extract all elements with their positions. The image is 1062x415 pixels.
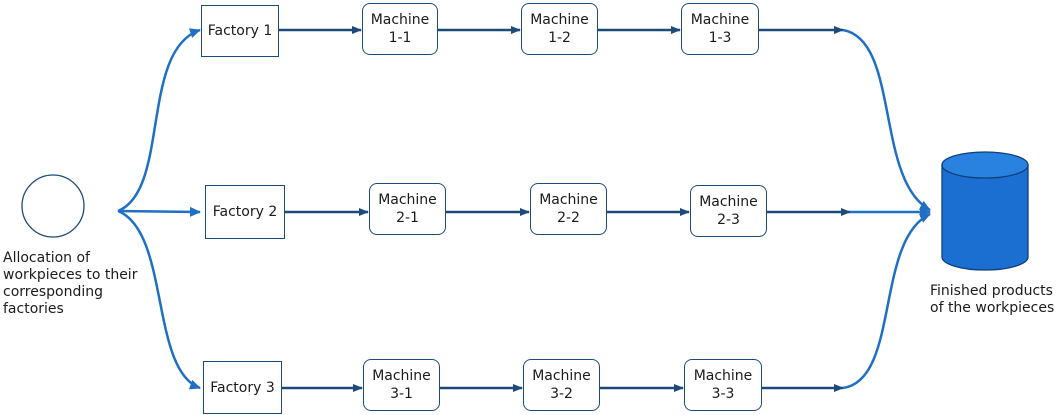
source-label-line: workpieces to their <box>3 267 138 283</box>
machine-id: 2-2 <box>557 210 580 226</box>
sink-label: Finished products of the workpieces <box>930 283 1054 317</box>
finished-products-cylinder <box>941 151 1029 271</box>
machine-id: 3-3 <box>711 386 735 402</box>
machine-3-3-box: Machine 3-3 <box>684 359 762 411</box>
merge-curve-row-3 <box>842 212 931 390</box>
machine-label: Machine <box>530 12 589 28</box>
factory-1-box: Factory 1 <box>201 5 279 57</box>
machine-id: 2-3 <box>717 212 740 228</box>
machine-label: Machine <box>699 194 758 210</box>
branch-line-factory-2 <box>117 206 201 217</box>
machine-3-1-box: Machine 3-1 <box>363 359 440 411</box>
machine-label: Machine <box>372 368 431 384</box>
source-label-line: factories <box>3 301 64 317</box>
source-node <box>21 174 85 238</box>
machine-label: Machine <box>693 368 753 384</box>
factory-label: Factory 1 <box>207 23 273 39</box>
factory-3-box: Factory 3 <box>203 361 282 414</box>
branch-curve-factory-1 <box>117 28 201 213</box>
machine-id: 2-1 <box>396 210 419 226</box>
machine-id: 1-2 <box>548 30 571 46</box>
machine-label: Machine <box>378 192 437 208</box>
machine-label: Machine <box>370 12 430 28</box>
factory-label: Factory 2 <box>212 204 278 220</box>
machine-3-2-box: Machine 3-2 <box>523 359 600 411</box>
machine-2-3-box: Machine 2-3 <box>690 185 767 237</box>
source-label-line: corresponding <box>3 284 103 300</box>
machine-2-2-box: Machine 2-2 <box>530 183 607 235</box>
machine-2-1-box: Machine 2-1 <box>369 183 446 235</box>
sink-label-line: Finished products <box>930 283 1053 299</box>
machine-id: 1-1 <box>388 30 412 46</box>
machine-label: Machine <box>539 192 598 208</box>
branch-curve-factory-3 <box>117 209 201 390</box>
machine-label: Machine <box>690 12 750 28</box>
factory-2-box: Factory 2 <box>205 185 285 239</box>
machine-id: 1-3 <box>708 30 732 46</box>
machine-1-1-box: Machine 1-1 <box>362 3 438 55</box>
machine-id: 3-1 <box>390 386 413 402</box>
factory-label: Factory 3 <box>210 379 275 396</box>
machine-id: 3-2 <box>550 386 573 402</box>
sink-label-line: of the workpieces <box>930 300 1055 316</box>
merge-curve-row-1 <box>842 28 931 212</box>
machine-label: Machine <box>532 368 591 384</box>
machine-1-3-box: Machine 1-3 <box>681 3 759 55</box>
machine-1-2-box: Machine 1-2 <box>521 3 598 55</box>
source-label: Allocation of workpieces to their corres… <box>3 250 137 318</box>
source-label-line: Allocation of <box>3 250 90 266</box>
